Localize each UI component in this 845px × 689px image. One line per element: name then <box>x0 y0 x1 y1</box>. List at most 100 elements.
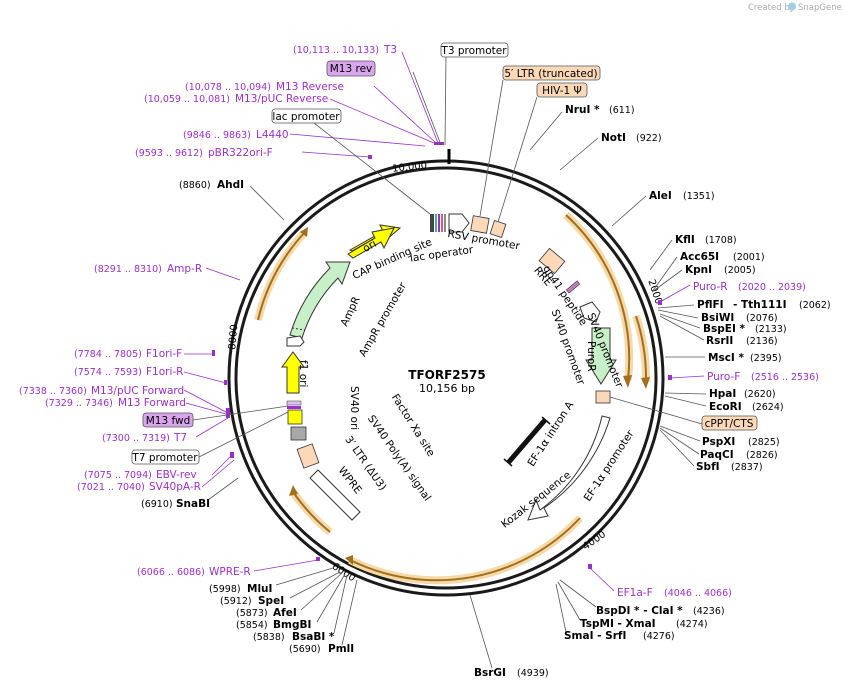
leader-m13fwd-box <box>192 405 289 421</box>
primer-m13-forward-pos: (7329 .. 7346) <box>45 398 113 409</box>
orf-arc-1-arrow-icon <box>623 375 632 388</box>
leader-smai <box>555 583 567 633</box>
enzyme-sbfi-pos: (2837) <box>731 462 763 473</box>
enzyme-acc65i-name: Acc65I <box>680 251 719 263</box>
primer-t7-name: T7 <box>173 432 187 444</box>
enzyme-kpni-name: KpnI <box>685 264 712 276</box>
primer-puro-r-pos: (2020 .. 2039) <box>738 282 806 293</box>
leader-tspmi <box>557 581 581 621</box>
ampr-arrow-icon <box>289 261 351 339</box>
primer-t7-pos: (7300 .. 7319) <box>102 433 170 444</box>
sv40-ori-box <box>287 409 303 425</box>
puror-arrow-icon <box>585 327 617 385</box>
rsv-promoter-arrow-icon <box>448 213 470 233</box>
enzyme-noti-pos: (922) <box>636 133 662 144</box>
leader-pbr322 <box>301 151 371 158</box>
top-feature-stripes <box>430 214 446 232</box>
enzyme-kfli-pos: (1708) <box>705 235 737 246</box>
enzyme-bsrgi-name: BsrGI <box>474 667 506 679</box>
ltr5-label-box <box>502 65 601 81</box>
t3-promoter-label: T3 promoter <box>440 45 507 57</box>
t3-promoter-box <box>440 42 509 58</box>
enzyme-afei-pos: (5873) <box>236 608 268 619</box>
enzyme-alei-pos: (1351) <box>683 191 715 202</box>
leader-bsrgi <box>469 594 493 669</box>
primer-ampr-pos: (8291 .. 8310) <box>94 264 162 275</box>
bottom-enzyme-labels: BspDI * - ClaI * (4236) TspMI - XmaI (42… <box>209 583 725 679</box>
t7-promoter-box <box>131 449 200 465</box>
leader-t7-box <box>198 411 289 458</box>
snapgene-logo-icon <box>788 2 796 11</box>
m13-fwd-label: M13 fwd <box>146 415 191 427</box>
leader-hiv-box <box>497 96 538 223</box>
primer-m13puc-reverse-pos: (10,059 .. 10,081) <box>144 94 230 105</box>
puror-label: PuroR <box>585 341 597 372</box>
enzyme-tth111i-pos: (2062) <box>799 300 831 311</box>
leader-nrui <box>529 111 563 151</box>
stripe-5 <box>444 214 446 232</box>
leader-spei <box>289 571 341 599</box>
ltr5-box <box>470 215 490 234</box>
enzyme-bspei-name: BspEI * <box>703 323 746 335</box>
leader-sv40pa <box>201 459 235 488</box>
leader-m13puc-forward <box>183 389 227 413</box>
enzyme-bmgbi-name: BmgBI <box>273 619 311 631</box>
hiv-label-box <box>536 82 588 98</box>
enzyme-msci-pos: (2395) <box>750 353 782 364</box>
ori-arrow-icon <box>347 227 395 259</box>
enzyme-paqci-name: PaqCI <box>700 449 734 461</box>
leader-sbfi <box>659 429 695 467</box>
primer-m13-reverse-pos: (10,078 .. 10,094) <box>185 82 271 93</box>
t7-promoter-label: T7 promoter <box>131 452 198 464</box>
sv40-ori-stripe-2 <box>287 406 301 409</box>
orf-arc-5-arrow-icon <box>300 227 308 237</box>
primer-pbr322-name: pBR322ori-F <box>208 147 273 159</box>
enzyme-snabi-pos: (6910) <box>141 499 173 510</box>
leader-ahdi <box>249 185 285 221</box>
enzyme-pflfi-name: PflFI <box>697 299 724 311</box>
backbone-outer-ring <box>227 159 665 597</box>
leader-paqci <box>659 427 700 455</box>
stripe-1 <box>430 214 434 232</box>
leader-l4440 <box>289 133 426 147</box>
enzyme-mlui-pos: (5998) <box>209 584 241 595</box>
enzyme-spei-pos: (5912) <box>220 596 252 607</box>
orf-arc-5-line <box>257 231 306 321</box>
enzyme-snabi-name: SnaBI <box>176 498 210 510</box>
primer-m13puc-reverse-name: M13/pUC Reverse <box>235 93 328 105</box>
primer-m13puc-forward-pos: (7338 .. 7360) <box>19 386 87 397</box>
tick-4000-label: 4000 <box>581 529 608 553</box>
leader-snabi <box>207 477 239 501</box>
primer-ebv-name: EBV-rev <box>156 469 197 481</box>
leader-wpre-r <box>253 559 319 572</box>
sv40-ori-stripe-1 <box>286 400 302 406</box>
bottom-enzyme-leaders <box>275 567 597 669</box>
hiv-box <box>489 219 507 239</box>
stripe-4 <box>441 214 443 232</box>
f1-ori-label: f1 ori <box>297 360 309 387</box>
backbone-inner-ring <box>234 166 658 590</box>
enzyme-rsrii-pos: (2136) <box>746 336 778 347</box>
leader-bspei <box>659 313 701 329</box>
leader-bmgbi <box>316 573 346 623</box>
leader-afei <box>300 572 343 611</box>
m13-fwd-box <box>142 412 194 428</box>
right-enzyme-labels: NruI * (611) NotI (922) AleI (1351) KflI… <box>565 104 831 473</box>
enzyme-bspdi-clai-pos: (4236) <box>693 606 725 617</box>
leader-m13-forward <box>185 402 227 415</box>
orf-arc-3-arrow-icon <box>345 555 353 565</box>
sv40-polya-box <box>290 426 307 441</box>
leader-bsiwi <box>657 309 699 319</box>
ltr3-box <box>296 443 320 469</box>
leader-t7 <box>195 417 229 438</box>
primer-ebv-pos: (7075 .. 7094) <box>84 470 152 481</box>
primer-m13puc-forward-name: M13/pUC Forward <box>91 385 184 397</box>
tick-8000-label: 8000 <box>227 324 240 350</box>
primer-t3-pos: (10,113 .. 10,133) <box>293 45 379 56</box>
orf-arc-2-arrow-icon <box>641 377 650 389</box>
leader-alei <box>611 195 647 227</box>
ltr5-label: 5′ LTR (truncated) <box>504 68 597 80</box>
ef1a-intron-bar <box>506 418 547 465</box>
leader-ampr-primer <box>205 267 241 281</box>
primer-t3-name: T3 <box>383 44 397 56</box>
